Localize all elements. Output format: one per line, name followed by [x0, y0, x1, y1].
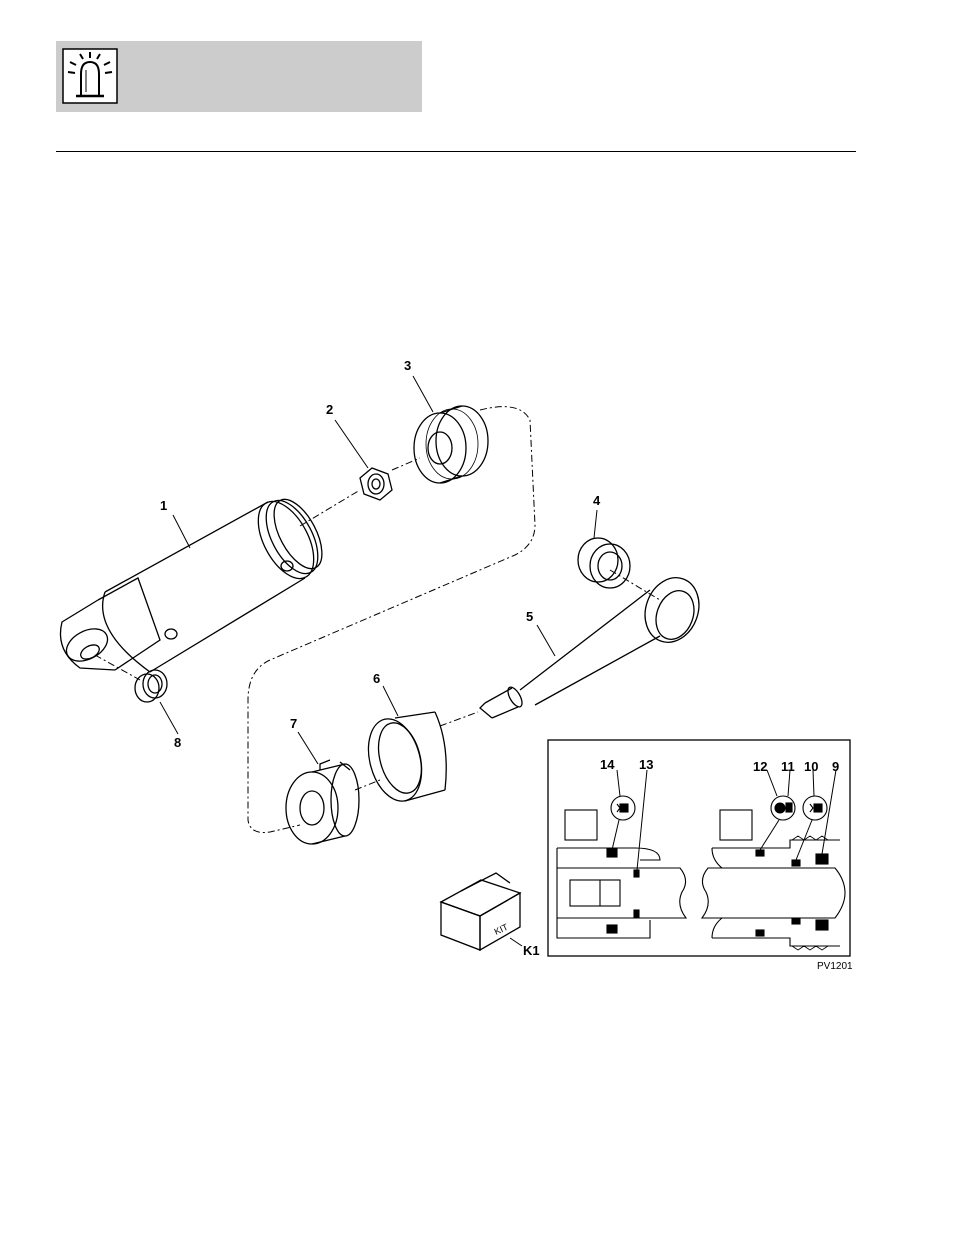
part-2-nut — [360, 468, 392, 500]
figure-reference: PV1201 — [817, 961, 853, 972]
callout-13: 13 — [639, 757, 653, 772]
callout-12: 12 — [753, 759, 767, 774]
callout-8: 8 — [174, 735, 181, 750]
callout-2: 2 — [326, 402, 333, 417]
assembly-path — [248, 407, 535, 833]
callout-10: 10 — [804, 759, 818, 774]
callout-5: 5 — [526, 609, 533, 624]
axis-line-4 — [610, 570, 660, 600]
axis-line-2 — [300, 490, 360, 526]
callout-14: 14 — [600, 757, 615, 772]
callout-k1: K1 — [523, 943, 540, 958]
part-4-bushing — [578, 538, 630, 588]
axis-line-6 — [440, 712, 478, 726]
part-7-gland — [286, 760, 359, 844]
callout-6: 6 — [373, 671, 380, 686]
callout-9: 9 — [832, 759, 839, 774]
part-8-bushing — [135, 670, 167, 702]
inset-right-section — [712, 810, 840, 950]
callout-7: 7 — [290, 716, 297, 731]
callout-3: 3 — [404, 358, 411, 373]
inset-rod — [640, 868, 845, 918]
part-5-piston-rod — [480, 570, 708, 718]
callout-11: 11 — [781, 759, 795, 774]
kit-box — [441, 873, 522, 950]
callout-4: 4 — [593, 493, 601, 508]
part-6-head — [360, 712, 446, 807]
inset-left-section — [557, 810, 660, 938]
part-3-piston — [414, 406, 488, 483]
part-1-cylinder-barrel — [60, 492, 331, 672]
callout-1: 1 — [160, 498, 167, 513]
